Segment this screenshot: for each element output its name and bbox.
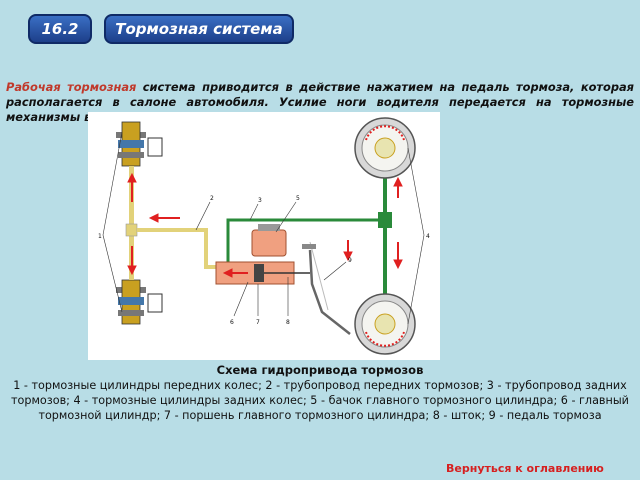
back-to-contents-link[interactable]: Вернуться к оглавлению bbox=[446, 462, 604, 475]
front-vertical-line bbox=[129, 166, 134, 280]
reservoir bbox=[251, 229, 287, 257]
page-title: Тормозная система bbox=[115, 20, 283, 38]
label-8: 8 bbox=[286, 319, 290, 326]
label-9: 9 bbox=[348, 257, 352, 264]
label-3: 3 bbox=[258, 197, 262, 204]
label-5: 5 bbox=[296, 195, 300, 202]
title-badge: Тормозная система bbox=[104, 14, 294, 44]
brake-pedal bbox=[308, 249, 351, 335]
label-2: 2 bbox=[210, 195, 214, 202]
flow-arrows bbox=[127, 172, 403, 278]
label-1: 1 bbox=[98, 233, 102, 240]
section-number: 16.2 bbox=[41, 20, 79, 38]
label-4: 4 bbox=[426, 233, 430, 240]
rear-drum-top bbox=[354, 117, 416, 179]
label-6: 6 bbox=[230, 319, 234, 326]
front-wheel-top bbox=[116, 121, 163, 167]
rear-drum-bottom bbox=[354, 293, 416, 355]
label-7: 7 bbox=[256, 319, 260, 326]
intro-highlight: Рабочая тормозная bbox=[6, 80, 137, 94]
rear-junction bbox=[378, 212, 392, 228]
brake-diagram: 1 2 3 4 5 6 7 8 9 bbox=[88, 112, 440, 360]
caption-title: Схема гидропривода тормозов bbox=[216, 363, 424, 377]
front-junction bbox=[125, 223, 138, 237]
caption-body: 1 - тормозные цилиндры передних колес; 2… bbox=[11, 379, 629, 423]
front-brake-line bbox=[137, 228, 218, 269]
front-wheel-bottom bbox=[116, 279, 163, 325]
piston bbox=[254, 264, 264, 282]
rear-brake-line bbox=[226, 218, 384, 262]
section-number-badge: 16.2 bbox=[28, 14, 92, 44]
brake-diagram-svg: 1 2 3 4 5 6 7 8 9 bbox=[98, 117, 430, 355]
